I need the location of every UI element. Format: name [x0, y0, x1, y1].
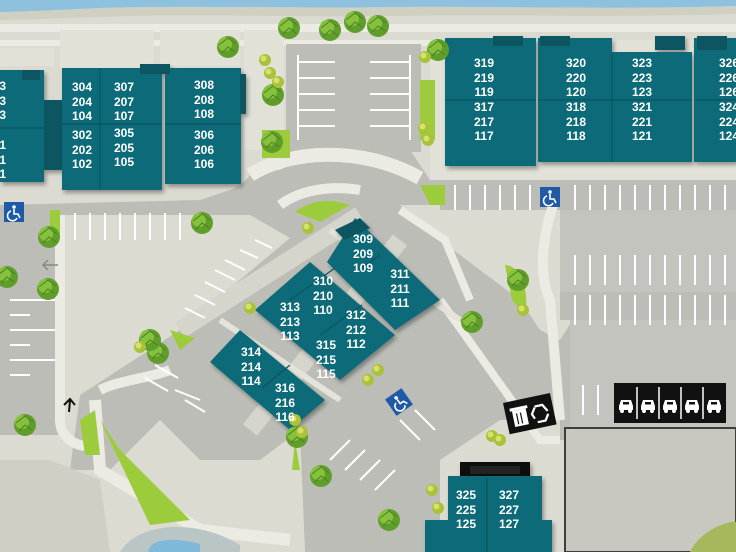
- car-icon: [615, 387, 637, 419]
- ev-charging-stalls: [614, 383, 726, 423]
- wheelchair-icon: [3, 201, 25, 223]
- car-icon: [681, 387, 703, 419]
- pond: [148, 539, 200, 552]
- car-icon: [659, 387, 681, 419]
- wheelchair-icon: [539, 186, 561, 208]
- car-icon: [637, 387, 659, 419]
- trash-recycle-icon: [503, 393, 557, 435]
- car-icon: [703, 387, 725, 419]
- arrow-icon: [63, 397, 76, 413]
- unit-label-303-group: 303203103: [0, 79, 7, 122]
- building-group-center: [210, 218, 440, 430]
- parking-stall-lines: [10, 185, 726, 491]
- building-group-left: [0, 64, 246, 190]
- arrow-icon: [41, 259, 58, 271]
- river: [0, 0, 736, 12]
- parking-lot-north: [286, 44, 421, 152]
- unit-label-301-group: 301201101: [0, 138, 7, 181]
